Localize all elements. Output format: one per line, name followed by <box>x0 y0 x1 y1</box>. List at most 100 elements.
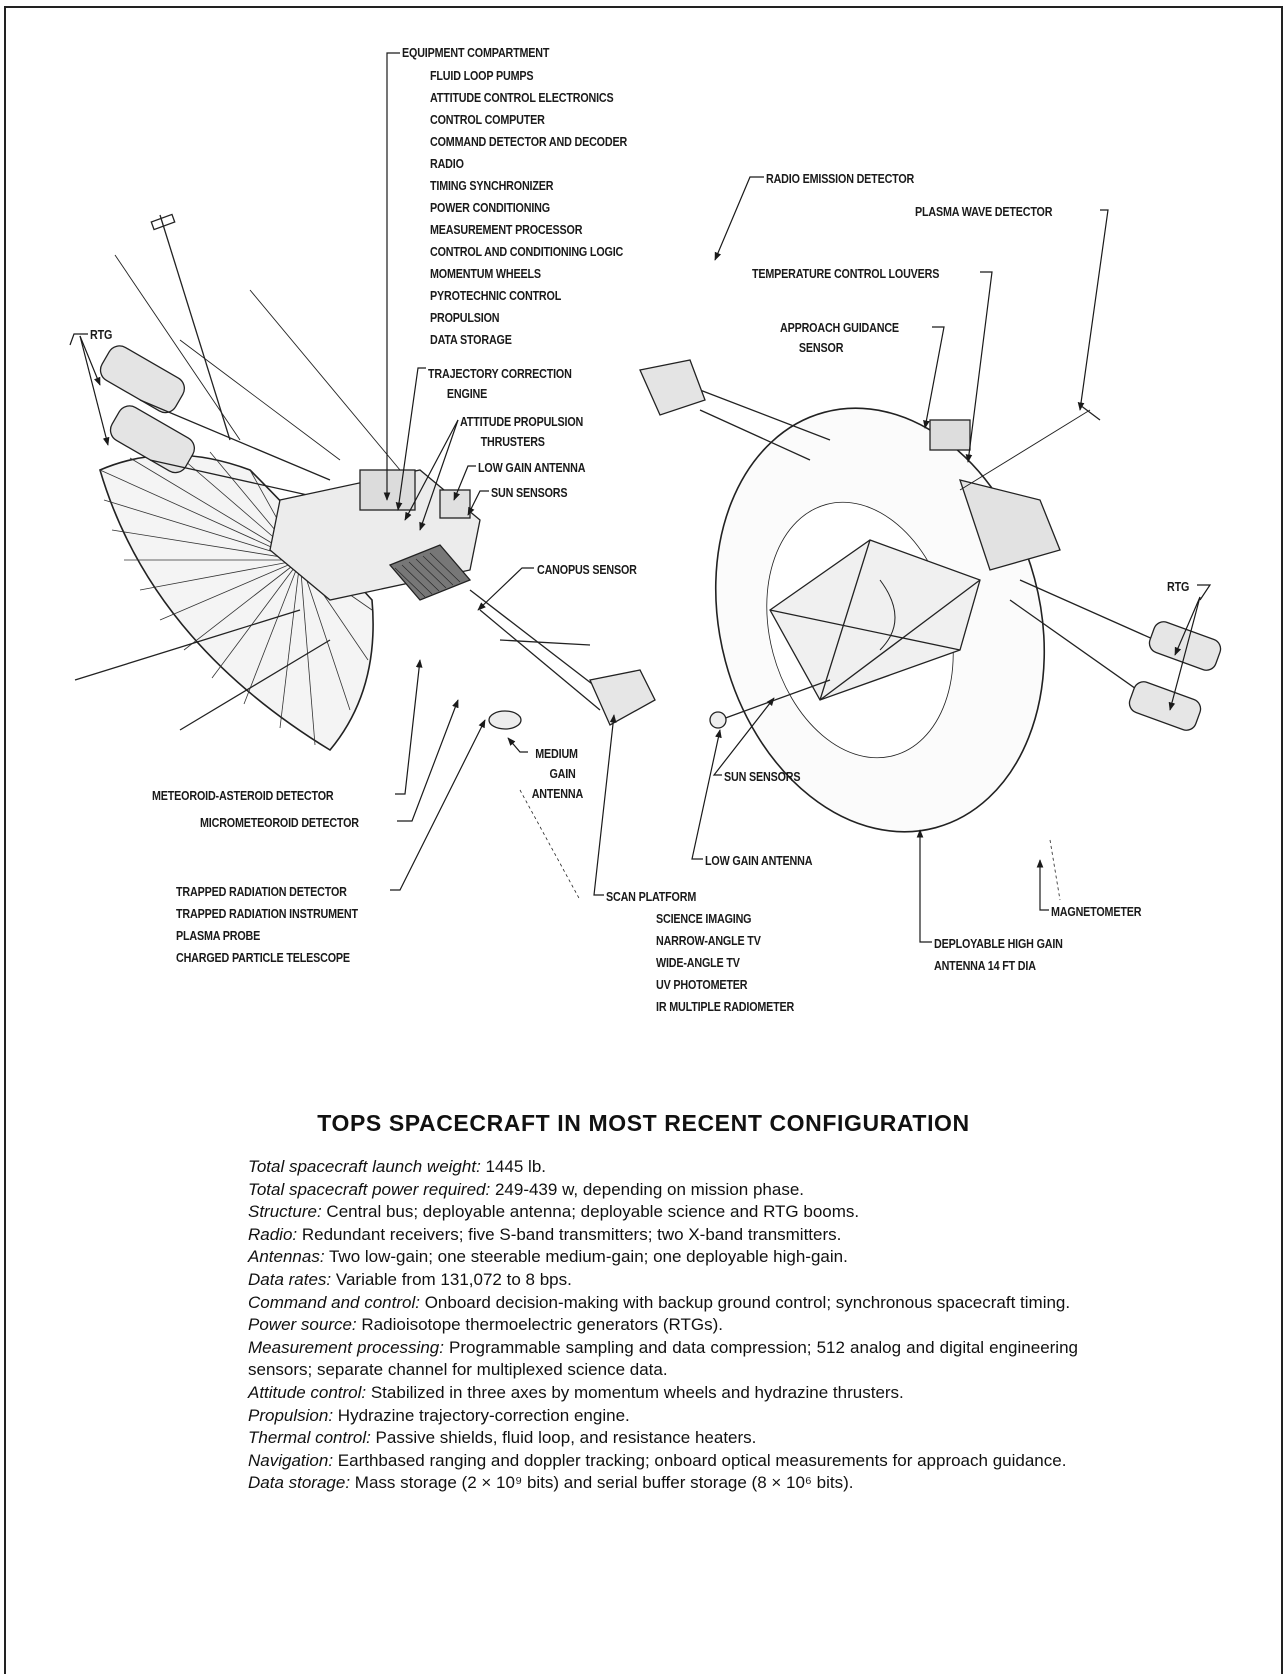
page-title: TOPS SPACECRAFT IN MOST RECENT CONFIGURA… <box>0 1110 1287 1137</box>
spec-value: Central bus; deployable antenna; deploya… <box>322 1202 859 1221</box>
trapped-radiation-label: TRAPPED RADIATION DETECTOR TRAPPED RADIA… <box>176 881 358 969</box>
temperature-louvers-label: TEMPERATURE CONTROL LOUVERS <box>752 263 939 285</box>
right-rtg-text: RTG <box>1167 576 1189 598</box>
scan-item: SCIENCE IMAGING <box>656 908 794 930</box>
meteoroid-asteroid-label: METEOROID-ASTEROID DETECTOR <box>152 785 334 807</box>
right-rtg-upper <box>1147 619 1224 673</box>
equip-item: CONTROL COMPUTER <box>430 109 627 131</box>
spec-key: Attitude control: <box>248 1383 366 1402</box>
left-low-gain-antenna-text: LOW GAIN ANTENNA <box>478 457 585 479</box>
spec-key: Measurement processing: <box>248 1338 444 1357</box>
equip-item: FLUID LOOP PUMPS <box>430 65 627 87</box>
spec-key: Structure: <box>248 1202 322 1221</box>
spec-key: Navigation: <box>248 1451 333 1470</box>
spec-value: Earthbased ranging and doppler tracking;… <box>333 1451 1066 1470</box>
spec-row: Structure: Central bus; deployable anten… <box>248 1201 1078 1224</box>
equipment-compartment-heading: EQUIPMENT COMPARTMENT <box>402 42 549 64</box>
right-rtg-lower <box>1127 679 1204 733</box>
trajectory-correction-line2: ENGINE <box>428 384 572 404</box>
spec-list: Total spacecraft launch weight: 1445 lb.… <box>248 1156 1078 1495</box>
right-low-gain-antenna-text: LOW GAIN ANTENNA <box>705 850 812 872</box>
spec-key: Power source: <box>248 1315 357 1334</box>
spec-row: Radio: Redundant receivers; five S-band … <box>248 1224 1078 1247</box>
deployable-high-gain-line1: DEPLOYABLE HIGH GAIN <box>934 933 1063 955</box>
medium-gain-antenna-label: MEDIUM GAIN ANTENNA <box>530 744 583 804</box>
spec-value: Two low-gain; one steerable medium-gain;… <box>325 1247 848 1266</box>
equipment-compartment-label: EQUIPMENT COMPARTMENT <box>402 42 549 64</box>
spec-key: Thermal control: <box>248 1428 371 1447</box>
left-sun-sensors-label: SUN SENSORS <box>491 482 567 504</box>
right-spacecraft-drawing <box>640 360 1223 900</box>
spec-value: Mass storage (2 × 10⁹ bits) and serial b… <box>350 1473 853 1492</box>
spec-value: Stabilized in three axes by momentum whe… <box>366 1383 904 1402</box>
left-scan-platform <box>590 670 655 725</box>
left-rtg-text: RTG <box>90 324 112 346</box>
spec-row: Thermal control: Passive shields, fluid … <box>248 1427 1078 1450</box>
canopus-sensor-label: CANOPUS SENSOR <box>537 559 637 581</box>
trapped-radiation-line1: TRAPPED RADIATION DETECTOR <box>176 881 358 903</box>
spec-value: Onboard decision-making with backup grou… <box>420 1293 1070 1312</box>
spec-value: 249-439 w, depending on mission phase. <box>490 1180 804 1199</box>
medium-gain-line3: ANTENNA <box>530 784 583 804</box>
scan-item: WIDE-ANGLE TV <box>656 952 794 974</box>
spec-value: Redundant receivers; five S-band transmi… <box>297 1225 841 1244</box>
spec-row: Measurement processing: Programmable sam… <box>248 1337 1078 1382</box>
right-rtg-label: RTG <box>1167 576 1189 598</box>
right-sun-sensors-text: SUN SENSORS <box>724 766 800 788</box>
spec-value: 1445 lb. <box>481 1157 546 1176</box>
attitude-propulsion-line2: THRUSTERS <box>460 432 583 452</box>
spec-key: Radio: <box>248 1225 297 1244</box>
approach-guidance-line1: APPROACH GUIDANCE <box>780 318 899 338</box>
equip-item: PROPULSION <box>430 307 627 329</box>
right-low-gain-antenna-label: LOW GAIN ANTENNA <box>705 850 812 872</box>
equip-item: TIMING SYNCHRONIZER <box>430 175 627 197</box>
magnetometer-label: MAGNETOMETER <box>1051 901 1141 923</box>
spec-row: Attitude control: Stabilized in three ax… <box>248 1382 1078 1405</box>
spec-row: Navigation: Earthbased ranging and doppl… <box>248 1450 1078 1473</box>
spec-key: Total spacecraft power required: <box>248 1180 490 1199</box>
equip-item: RADIO <box>430 153 627 175</box>
spec-value: Radioisotope thermoelectric generators (… <box>357 1315 723 1334</box>
trapped-radiation-line4: CHARGED PARTICLE TELESCOPE <box>176 947 358 969</box>
trapped-radiation-line2: TRAPPED RADIATION INSTRUMENT <box>176 903 358 925</box>
left-rtg-label: RTG <box>90 324 112 346</box>
spec-key: Total spacecraft launch weight: <box>248 1157 481 1176</box>
deployable-high-gain-line2: ANTENNA 14 FT DIA <box>934 955 1063 977</box>
spec-row: Antennas: Two low-gain; one steerable me… <box>248 1246 1078 1269</box>
equip-item: POWER CONDITIONING <box>430 197 627 219</box>
spec-key: Propulsion: <box>248 1406 333 1425</box>
equipment-compartment-list: FLUID LOOP PUMPS ATTITUDE CONTROL ELECTR… <box>430 65 627 351</box>
left-rtg-upper <box>96 342 189 417</box>
scan-item: IR MULTIPLE RADIOMETER <box>656 996 794 1018</box>
approach-guidance-line2: SENSOR <box>780 338 899 358</box>
equip-item: CONTROL AND CONDITIONING LOGIC <box>430 241 627 263</box>
spec-row: Data rates: Variable from 131,072 to 8 b… <box>248 1269 1078 1292</box>
canopus-sensor-text: CANOPUS SENSOR <box>537 559 637 581</box>
scan-item: UV PHOTOMETER <box>656 974 794 996</box>
deployable-high-gain-label: DEPLOYABLE HIGH GAIN ANTENNA 14 FT DIA <box>934 933 1063 977</box>
right-sun-sensors-label: SUN SENSORS <box>724 766 800 788</box>
approach-guidance-label: APPROACH GUIDANCE SENSOR <box>780 318 899 358</box>
scan-item: NARROW-ANGLE TV <box>656 930 794 952</box>
spec-value: Variable from 131,072 to 8 bps. <box>331 1270 572 1289</box>
spec-key: Data storage: <box>248 1473 350 1492</box>
temperature-louvers-text: TEMPERATURE CONTROL LOUVERS <box>752 263 939 285</box>
left-sun-sensors-text: SUN SENSORS <box>491 482 567 504</box>
trajectory-correction-label: TRAJECTORY CORRECTION ENGINE <box>428 364 572 404</box>
spec-key: Command and control: <box>248 1293 420 1312</box>
equip-item: ATTITUDE CONTROL ELECTRONICS <box>430 87 627 109</box>
attitude-propulsion-label: ATTITUDE PROPULSION THRUSTERS <box>460 412 583 452</box>
equip-item: PYROTECHNIC CONTROL <box>430 285 627 307</box>
trapped-radiation-line3: PLASMA PROBE <box>176 925 358 947</box>
equip-item: DATA STORAGE <box>430 329 627 351</box>
micrometeoroid-text: MICROMETEOROID DETECTOR <box>200 812 359 834</box>
left-low-gain-antenna-label: LOW GAIN ANTENNA <box>478 457 585 479</box>
scan-platform-heading: SCAN PLATFORM <box>606 886 696 908</box>
micrometeoroid-label: MICROMETEOROID DETECTOR <box>200 812 359 834</box>
spec-row: Data storage: Mass storage (2 × 10⁹ bits… <box>248 1472 1078 1495</box>
equip-item: MOMENTUM WHEELS <box>430 263 627 285</box>
radio-emission-text: RADIO EMISSION DETECTOR <box>766 168 914 190</box>
spec-value: Hydrazine trajectory-correction engine. <box>333 1406 630 1425</box>
magnetometer-text: MAGNETOMETER <box>1051 901 1141 923</box>
spec-row: Command and control: Onboard decision-ma… <box>248 1292 1078 1315</box>
